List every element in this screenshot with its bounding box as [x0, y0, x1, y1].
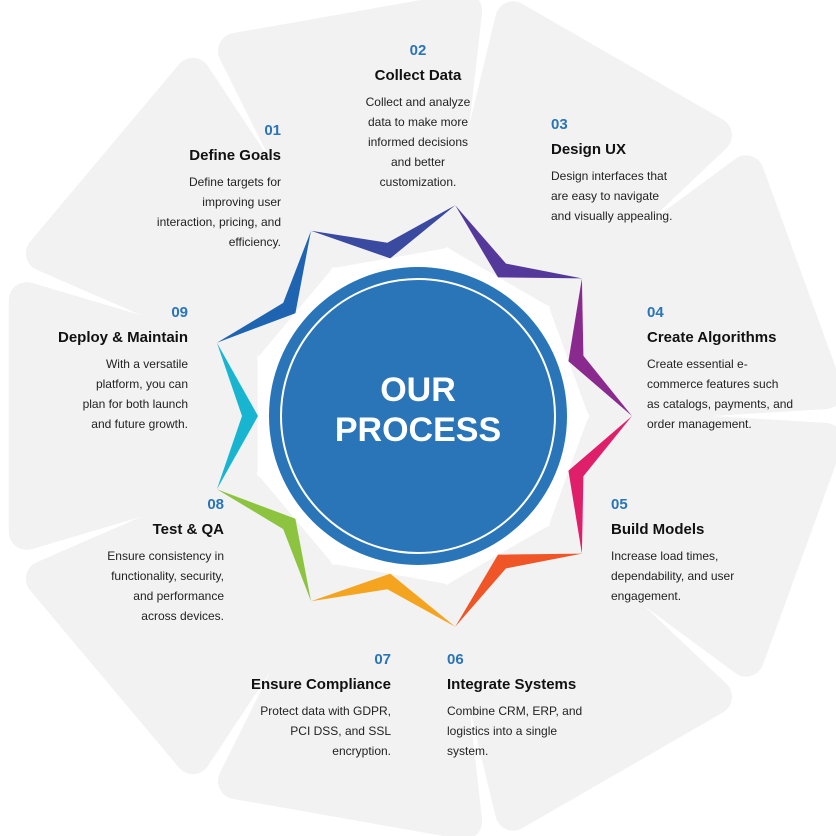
step-title: Build Models [611, 521, 705, 538]
center-circle-ring [280, 278, 556, 554]
desc-line: and better [390, 155, 446, 169]
desc-line: engagement. [611, 589, 682, 603]
desc-line: efficiency. [228, 235, 281, 249]
chevron-arrow-icon [455, 205, 582, 279]
step-number: 04 [647, 304, 664, 321]
desc-line: Increase load times, [611, 549, 719, 563]
desc-line: logistics into a single [447, 724, 558, 738]
step-description: With a versatile platform, you can plan … [0, 354, 188, 434]
step-07: 07 Ensure Compliance Protect data with G… [171, 651, 391, 761]
chevron-arrow-icon [568, 416, 632, 554]
chevron-arrow-icon [216, 230, 311, 343]
step-title: Create Algorithms [647, 329, 777, 346]
desc-line: Ensure consistency in [107, 549, 224, 563]
step-number: 09 [171, 304, 188, 321]
step-description: Collect and analyze data to make more in… [308, 92, 528, 192]
step-number: 03 [551, 116, 568, 133]
step-06: 06 Integrate Systems Combine CRM, ERP, a… [447, 651, 667, 761]
center-label-line1: OUR [380, 371, 456, 409]
center-label-line2: PROCESS [334, 411, 502, 449]
step-03: 03 Design UX Design interfaces that are … [551, 116, 771, 226]
step-02: 02 Collect Data Collect and analyze data… [308, 42, 528, 192]
desc-line: Protect data with GDPR, [260, 704, 391, 718]
step-title: Ensure Compliance [250, 676, 391, 693]
desc-line: informed decisions [367, 135, 469, 149]
step-number: 07 [374, 651, 391, 668]
desc-line: Create essential e- [647, 357, 748, 371]
desc-line: PCI DSS, and SSL [290, 724, 391, 738]
chevron-arrow-icon [568, 278, 632, 416]
step-description: Create essential e- commerce features su… [647, 354, 836, 434]
desc-line: plan for both launch [82, 397, 188, 411]
step-title: Define Goals [189, 147, 281, 164]
step-title: Collect Data [374, 67, 462, 84]
step-description: Protect data with GDPR, PCI DSS, and SSL… [171, 701, 391, 761]
desc-line: are easy to navigate [551, 189, 660, 203]
desc-line: With a versatile [105, 357, 188, 371]
chevron-arrow-icon [311, 205, 456, 259]
step-description: Combine CRM, ERP, and logistics into a s… [447, 701, 667, 761]
desc-line: and visually appealing. [551, 209, 673, 223]
desc-line: across devices. [141, 609, 224, 623]
step-number: 06 [447, 651, 464, 668]
desc-line: functionality, security, [111, 569, 224, 583]
step-number: 02 [409, 42, 427, 59]
desc-line: commerce features such [647, 377, 779, 391]
step-08: 08 Test & QA Ensure consistency in funct… [4, 496, 224, 626]
step-title: Deploy & Maintain [57, 329, 188, 346]
desc-line: Combine CRM, ERP, and [447, 704, 583, 718]
chevron-arrow-icon [216, 342, 258, 490]
chevron-arrow-icon [311, 573, 456, 627]
desc-line: Design interfaces that [551, 169, 668, 183]
step-title: Test & QA [152, 521, 224, 538]
desc-line: system. [447, 744, 489, 758]
desc-line: as catalogs, payments, and [647, 397, 794, 411]
step-title: Integrate Systems [447, 676, 577, 693]
step-04: 04 Create Algorithms Create essential e-… [647, 304, 836, 434]
desc-line: Define targets for [188, 175, 281, 189]
desc-line: order management. [647, 417, 752, 431]
step-number: 05 [611, 496, 628, 513]
desc-line: customization. [379, 175, 457, 189]
step-05: 05 Build Models Increase load times, dep… [611, 496, 831, 606]
step-number: 01 [264, 122, 281, 139]
desc-line: interaction, pricing, and [156, 215, 281, 229]
desc-line: dependability, and user [611, 569, 735, 583]
step-description: Ensure consistency in functionality, sec… [4, 546, 224, 626]
step-number: 08 [207, 496, 224, 513]
step-description: Increase load times, dependability, and … [611, 546, 831, 606]
center-label: OUR PROCESS [300, 370, 536, 450]
desc-line: encryption. [332, 744, 391, 758]
step-09: 09 Deploy & Maintain With a versatile pl… [0, 304, 188, 434]
center-circle-outer [269, 267, 567, 565]
desc-line: improving user [202, 195, 281, 209]
desc-line: data to make more [367, 115, 469, 129]
desc-line: and performance [133, 589, 224, 603]
step-description: Define targets for improving user intera… [61, 172, 281, 252]
desc-line: Collect and analyze [365, 95, 471, 109]
desc-line: platform, you can [95, 377, 188, 391]
desc-line: and future growth. [91, 417, 188, 431]
step-title: Design UX [551, 141, 627, 158]
step-description: Design interfaces that are easy to navig… [551, 166, 771, 226]
chevron-arrow-icon [455, 553, 582, 627]
chevron-arrow-icon [216, 489, 311, 602]
step-01: 01 Define Goals Define targets for impro… [61, 122, 281, 252]
